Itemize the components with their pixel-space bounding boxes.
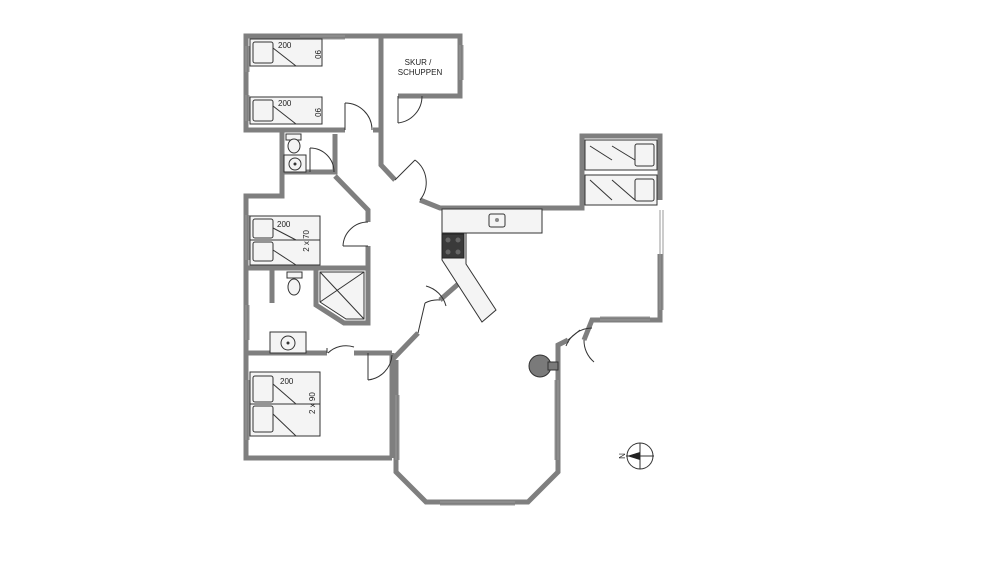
compass-north-letter: N — [618, 453, 627, 459]
door-hall-kitchen — [394, 159, 427, 201]
shower — [319, 271, 365, 320]
door-living — [417, 285, 447, 334]
wall-corridor-east-2 — [419, 133, 663, 211]
bed-2-length: 200 — [278, 99, 292, 108]
door-bed12 — [344, 102, 373, 131]
toilet-2 — [286, 271, 303, 296]
sink-1 — [283, 154, 307, 173]
toilet-1 — [285, 133, 302, 154]
wall-diag-hall — [333, 174, 371, 222]
door-bath1 — [309, 147, 335, 173]
kitchen — [441, 208, 543, 323]
door-terrace — [565, 327, 595, 363]
bed-1-width: 90 — [313, 50, 322, 59]
compass-icon: N — [618, 442, 654, 470]
bed-2-width: 90 — [313, 108, 322, 117]
wall-north-top — [378, 33, 463, 130]
bed-3-length: 200 — [277, 220, 291, 229]
shed-label-line1: SKUR / — [405, 58, 432, 67]
bed-4: 200 2 x 90 — [249, 371, 321, 437]
bed-4-width: 2 x 90 — [308, 392, 317, 414]
bed-1-length: 200 — [278, 41, 292, 50]
bed-2: 200 90 — [249, 96, 323, 125]
door-bed3 — [342, 221, 369, 247]
bed-3-width: 2 x 70 — [302, 229, 311, 251]
kitchen-tap — [495, 218, 499, 222]
wall-living-east — [581, 254, 663, 341]
shed-label: SKUR / SCHUPPEN — [398, 58, 443, 77]
door-bath2 — [326, 345, 355, 354]
bathroom-fixtures — [269, 133, 365, 354]
wall-living-octagon — [393, 337, 570, 505]
wood-stove — [528, 354, 559, 378]
bed-5 — [584, 139, 658, 171]
shed-label-line2: SCHUPPEN — [398, 68, 443, 77]
door-shed — [397, 95, 423, 124]
bed-1: 200 90 — [249, 38, 323, 67]
wall-bed3-top — [246, 172, 285, 199]
wall-living — [389, 331, 420, 380]
windows — [245, 35, 664, 506]
wall-corridor-east — [378, 96, 397, 182]
stove — [441, 233, 465, 259]
bed-3: 200 2 x 70 — [249, 215, 321, 266]
doors — [309, 95, 595, 381]
bed-6 — [584, 174, 658, 206]
sink-2 — [269, 331, 307, 354]
door-bed4 — [367, 353, 393, 381]
bed-4-length: 200 — [280, 377, 294, 386]
beds: 200 90 200 90 200 2 x 70 — [249, 38, 658, 437]
wall-shower — [313, 268, 371, 326]
